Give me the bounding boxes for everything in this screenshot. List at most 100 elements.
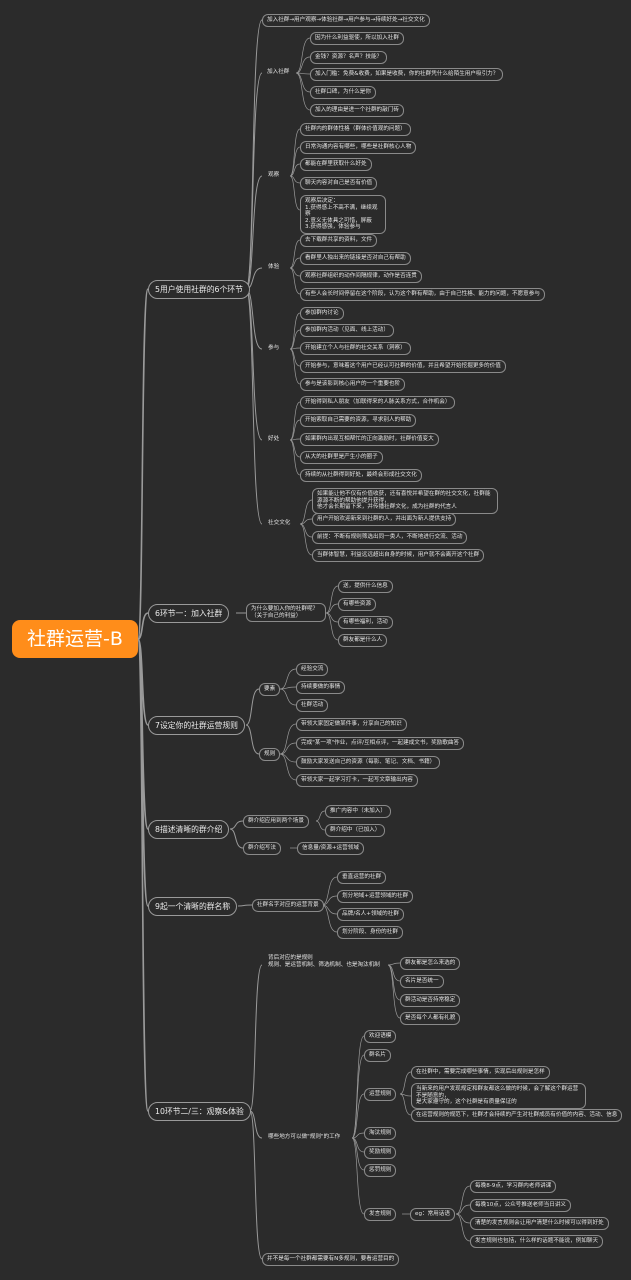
s1-participate-item[interactable]: 开始建立个人与社群的社交关系（洞察） bbox=[300, 342, 411, 355]
s1-experience-item[interactable]: 去下载群共享的资料，文件 bbox=[300, 234, 378, 247]
s6-talk-label[interactable]: 发言规则 bbox=[364, 1208, 397, 1221]
connector-line bbox=[245, 72, 263, 290]
s2-item[interactable]: 群友都是什么人 bbox=[338, 634, 388, 647]
s3-rule-item[interactable]: 完成"某一项"作业，点评/互相点评，一起建成文书，奖励歌曲答 bbox=[296, 737, 465, 750]
section-5-title[interactable]: 5用户使用社群的6个环节 bbox=[148, 280, 250, 299]
s6-behind-item[interactable]: 群友都是怎么来选的 bbox=[400, 957, 461, 970]
s6-other-rule[interactable]: 奖励规则 bbox=[364, 1146, 397, 1159]
section-10-title[interactable]: 10环节二/三：观察&体验 bbox=[148, 1102, 251, 1121]
s1-participate-item[interactable]: 参加群内讨论 bbox=[300, 307, 344, 320]
s1-observe-decision[interactable]: 观察后决定： 1.获得感上不高不满，继续观察 2.意义无体具之可惜，屏蔽 3.获… bbox=[300, 195, 386, 234]
s3-rule-item[interactable]: 带领大家一起学习打卡，一起写文章输出内容 bbox=[296, 774, 418, 787]
s3-rule-item[interactable]: 鼓励大家发送自己的资源（每影、笔记、文档、书籍） bbox=[296, 756, 441, 769]
connector-line bbox=[229, 820, 244, 830]
s6-behind-label[interactable]: 背后对应的是规则 规则、是运营机制、筛选机制、也是淘汰机制 bbox=[268, 955, 380, 968]
section-7-title[interactable]: 7设定你的社群运营规则 bbox=[148, 716, 245, 735]
s6-where-item[interactable]: 群名片 bbox=[364, 1049, 391, 1062]
section-6-title[interactable]: 6环节一：加入社群 bbox=[148, 604, 230, 623]
section-8-title[interactable]: 8描述清晰的群介绍 bbox=[148, 820, 230, 839]
connector-line bbox=[279, 688, 297, 706]
s3-key-item[interactable]: 持续要做的事情 bbox=[296, 681, 346, 694]
s4-writing-label[interactable]: 群介绍写法 bbox=[243, 842, 281, 855]
s6-talk-item[interactable]: 每晚10点，公众号推送老师当日讲义 bbox=[470, 1199, 572, 1212]
s2-item[interactable]: 有哪些资源 bbox=[338, 598, 376, 611]
s1-participate-item[interactable]: 参与是该影到核心用户的一个重要也阶 bbox=[300, 378, 406, 391]
connector-line bbox=[351, 1132, 365, 1139]
s1-join-item[interactable]: 加入门槛：免费&收费，如果是收费，你的社群凭什么给陌生用户吸引力？ bbox=[310, 68, 504, 81]
s1-benefit-item[interactable]: 持续的从社群得到好处，最终会形成社交文化 bbox=[300, 469, 422, 482]
s1-culture-item[interactable]: 前提：不断有规则筛选出同一类人，不断地进行交流、活动 bbox=[312, 531, 468, 544]
s1-benefit-item[interactable]: 如果群内出现互相帮忙的正向激励时，社群价值变大 bbox=[300, 433, 439, 446]
s1-benefit-item[interactable]: 从大的社群里是产生小的圈子 bbox=[300, 451, 383, 464]
s2-question[interactable]: 为什么要加入你的社群呢？ （关于自己的利益） bbox=[246, 603, 326, 623]
s1-experience-item[interactable]: 看群里人独出来的链接是否对自己有帮助 bbox=[300, 252, 411, 265]
s1-observe-label[interactable]: 观察 bbox=[268, 172, 280, 178]
s1-experience-item[interactable]: 观察社群组织的动作间隔规律，动作是否连贯 bbox=[300, 270, 422, 283]
s1-experience-item[interactable]: 有些人会长时间停留在这个阶段，认为这个群有帮助，由于自己性格、能力的问题，不愿意… bbox=[300, 288, 545, 301]
s1-observe-item[interactable]: 聊天内容对自己是否有价值 bbox=[300, 177, 378, 190]
connector-line bbox=[299, 523, 313, 556]
s1-culture-label[interactable]: 社交文化 bbox=[268, 520, 291, 526]
s1-experience-label[interactable]: 体验 bbox=[268, 264, 280, 270]
s5-item[interactable]: 划分阶段、身份的社群 bbox=[337, 926, 403, 939]
s4-apply-label[interactable]: 群介绍应用到两个场景 bbox=[243, 815, 309, 828]
s6-talk-item[interactable]: 清楚的发言规则会让用户清楚什么时候可以得到好处 bbox=[470, 1217, 609, 1230]
s1-observe-item[interactable]: 社群内的群体性格（群体价值观的问题） bbox=[300, 123, 411, 136]
s2-item[interactable]: 有哪些福利，活动 bbox=[338, 616, 393, 629]
connector-line bbox=[295, 72, 311, 93]
s3-key-item[interactable]: 社群活动 bbox=[296, 699, 329, 712]
s1-join-item[interactable]: 社群口碑，为什么是你 bbox=[310, 86, 376, 99]
s6-talk-eg[interactable]: eg：常用话语 bbox=[410, 1208, 455, 1221]
s1-join-item[interactable]: 加入的理由是进一个社群的敲门砖 bbox=[310, 104, 404, 117]
root-topic[interactable]: 社群运营-B bbox=[12, 620, 138, 658]
s6-behind-item[interactable]: 名片是否统一 bbox=[400, 975, 444, 988]
s4-apply-item[interactable]: 群介绍中（已加入） bbox=[325, 824, 386, 837]
s6-where-label[interactable]: 哪些地方可以做"规则"的工作 bbox=[268, 1134, 341, 1140]
connector-line bbox=[279, 753, 297, 781]
s4-writing-item[interactable]: 信息量/资源+运营领域 bbox=[297, 842, 364, 855]
s1-benefit-item[interactable]: 开始得到私人朋友（加联得来的人脉关系方式，合作机会） bbox=[300, 396, 456, 409]
connector-line bbox=[289, 439, 301, 458]
s1-participate-item[interactable]: 参加群内活动（见面、线上活动） bbox=[300, 324, 394, 337]
s6-ops-item[interactable]: 在运营规则的规范下，社群才会持续的产生对社群成员有价值的内容、活动、信息 bbox=[411, 1109, 623, 1122]
s1-culture-item[interactable]: 当群体智慧，利益远远超出自身的时候，用户就不会离开这个社群 bbox=[312, 549, 485, 562]
s1-join-label[interactable]: 加入社群 bbox=[267, 69, 290, 75]
s6-other-rule[interactable]: 惩罚规则 bbox=[364, 1164, 397, 1177]
s1-culture-item[interactable]: 如果能让他不仅有价值收获，还有喜悦并希望在群的社交文化，社群能源源不断的帮助他提… bbox=[312, 488, 498, 514]
connector-line bbox=[137, 638, 149, 1112]
s3-key-item[interactable]: 经验交流 bbox=[296, 663, 329, 676]
connector-line bbox=[321, 876, 338, 906]
s5-item[interactable]: 划分地域+运营领域的社群 bbox=[337, 890, 414, 903]
s6-ops-item[interactable]: 当新来的用户发现规定和群友都这么做的时候，会了解这个群运营不是随意的， 是大家遵… bbox=[411, 1083, 586, 1109]
s6-other-rule[interactable]: 淘汰规则 bbox=[364, 1127, 397, 1140]
s3-keys-label[interactable]: 要素 bbox=[259, 683, 281, 696]
s1-join-item[interactable]: 金钱？资源？名声？技能？ bbox=[310, 51, 388, 64]
s5-item[interactable]: 品牌/名人+领域的社群 bbox=[337, 908, 404, 921]
section-9-title[interactable]: 9起一个清晰的群名称 bbox=[148, 897, 238, 916]
s6-bottom-note[interactable]: 并不是每一个社群都需要有N多规则，要看运营目的 bbox=[262, 1253, 400, 1266]
s1-observe-item[interactable]: 日常沟通内容有哪些，哪些是社群核心人物 bbox=[300, 141, 417, 154]
s6-where-item[interactable]: 欢迎语模 bbox=[364, 1030, 397, 1043]
s6-talk-item[interactable]: 每晚8-9点，学习群内老师讲课 bbox=[470, 1180, 557, 1193]
s6-behind-item[interactable]: 群活动是否持常稳定 bbox=[400, 994, 461, 1007]
s6-talk-item[interactable]: 发言规则也包括，什么样的话题不能说，例如聊天 bbox=[470, 1235, 604, 1248]
s1-culture-item[interactable]: 用户开始欢迎新来到社群的人，并出面为新人提供支持 bbox=[312, 513, 457, 526]
s1-benefit-item[interactable]: 开始索取自己需要的资源，寻求别人的帮助 bbox=[300, 414, 417, 427]
s4-apply-item[interactable]: 推广内容中（未加入） bbox=[325, 805, 391, 818]
s5-item[interactable]: 垂直运营的社群 bbox=[337, 871, 387, 884]
s6-ops-label[interactable]: 运营规则 bbox=[364, 1088, 397, 1101]
s1-join-item[interactable]: 因为什么利益驱使，所以加入社群 bbox=[310, 32, 404, 45]
s1-participate-label[interactable]: 参与 bbox=[268, 345, 280, 351]
s2-item[interactable]: 送，提供什么信息 bbox=[338, 580, 393, 593]
connector-line bbox=[455, 1204, 471, 1215]
connector-line bbox=[289, 146, 301, 177]
s1-benefit-label[interactable]: 好处 bbox=[268, 436, 280, 442]
s1-observe-item[interactable]: 都能在群里获取什么好处 bbox=[300, 158, 372, 171]
s1-participate-item[interactable]: 开始参与，意味着这个用户已经认可社群的价值，并且希望开始挖掘更多的价值 bbox=[300, 360, 506, 373]
s1-top-flow[interactable]: 加入社群→用户观察→体验社群→用户参与→持续好处→社交文化 bbox=[262, 14, 430, 27]
s6-ops-item[interactable]: 在社群中，需要完成哪些事情，实现后出规则是怎样 bbox=[411, 1066, 550, 1079]
s3-rule-item[interactable]: 带领大家固定做某件事，分享自己的知识 bbox=[296, 718, 407, 731]
s3-rules-label[interactable]: 规则 bbox=[259, 748, 281, 761]
s6-behind-item[interactable]: 是否每个人都有礼貌 bbox=[400, 1012, 461, 1025]
s5-label[interactable]: 社群名字对应的运营背景 bbox=[252, 899, 324, 912]
